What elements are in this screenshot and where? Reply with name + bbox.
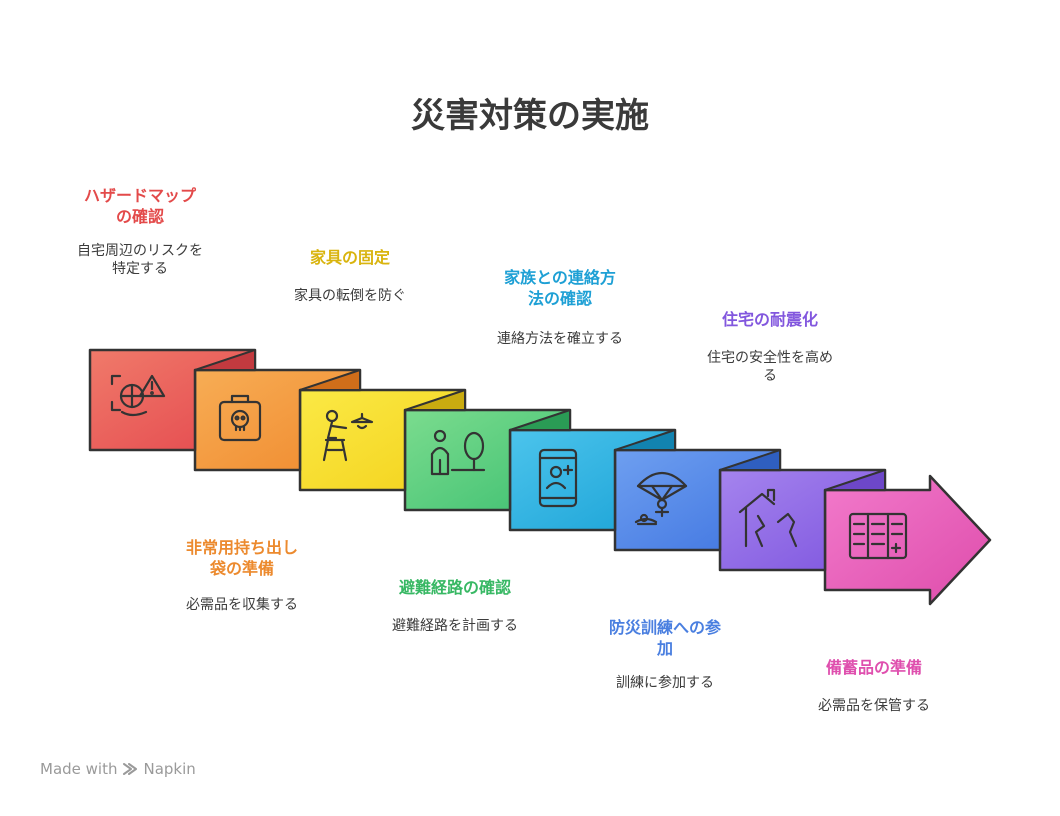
step-4-label: 避難経路の確認 避難経路を計画する: [362, 578, 548, 635]
step-5-label: 家族との連絡方 法の確認 連絡方法を確立する: [470, 268, 650, 348]
step-8-desc: 必需品を保管する: [818, 697, 930, 714]
napkin-brand-text: Napkin: [143, 760, 196, 778]
emergency-bag-icon: [218, 394, 262, 442]
step-3-desc: 家具の転倒を防ぐ: [294, 287, 406, 304]
step-6-desc: 訓練に参加する: [616, 674, 714, 691]
step-1-desc: 自宅周辺のリスクを 特定する: [77, 242, 203, 277]
step-3-label: 家具の固定 家具の転倒を防ぐ: [262, 248, 438, 305]
furniture-fixing-icon: [322, 409, 374, 462]
step-6-label: 防災訓練への参 加 訓練に参加する: [572, 618, 758, 692]
step-1-panel: [88, 348, 257, 452]
step-3-panel: [298, 388, 467, 492]
step-2-title: 非常用持ち出し 袋の準備: [185, 538, 298, 578]
step-6-title: 防災訓練への参 加: [608, 618, 721, 658]
evacuation-route-icon: [430, 429, 486, 476]
hazard-map-icon: [110, 374, 166, 417]
step-8-panel: [823, 474, 992, 606]
step-4-desc: 避難経路を計画する: [392, 617, 518, 634]
page-title: 災害対策の実施: [411, 96, 649, 136]
family-contact-icon: [538, 448, 578, 508]
step-5-title: 家族との連絡方 法の確認: [504, 268, 616, 308]
footer-made-with-napkin[interactable]: Made with Napkin: [40, 760, 196, 778]
step-4-panel: [403, 408, 572, 512]
earthquake-proofing-icon: [738, 488, 798, 548]
step-8-label: 備蓄品の準備 必需品を保管する: [784, 658, 964, 715]
disaster-drill-icon: [634, 471, 688, 526]
step-3-title: 家具の固定: [309, 248, 390, 267]
step-7-desc: 住宅の安全性を高め る: [707, 349, 833, 384]
step-2-label: 非常用持ち出し 袋の準備 必需品を収集する: [150, 538, 334, 614]
step-2-desc: 必需品を収集する: [186, 596, 298, 613]
step-7-title: 住宅の耐震化: [721, 310, 818, 329]
step-1-label: ハザードマップ の確認 自宅周辺のリスクを 特定する: [48, 186, 232, 278]
step-5-desc: 連絡方法を確立する: [497, 330, 623, 347]
step-7-label: 住宅の耐震化 住宅の安全性を高め る: [680, 310, 860, 385]
made-with-text: Made with: [40, 760, 118, 778]
step-8-title: 備蓄品の準備: [825, 658, 922, 677]
step-4-title: 避難経路の確認: [398, 578, 511, 597]
stockpile-icon: [848, 512, 908, 560]
step-1-title: ハザードマップ の確認: [83, 186, 196, 226]
napkin-logo-icon: [123, 763, 138, 775]
